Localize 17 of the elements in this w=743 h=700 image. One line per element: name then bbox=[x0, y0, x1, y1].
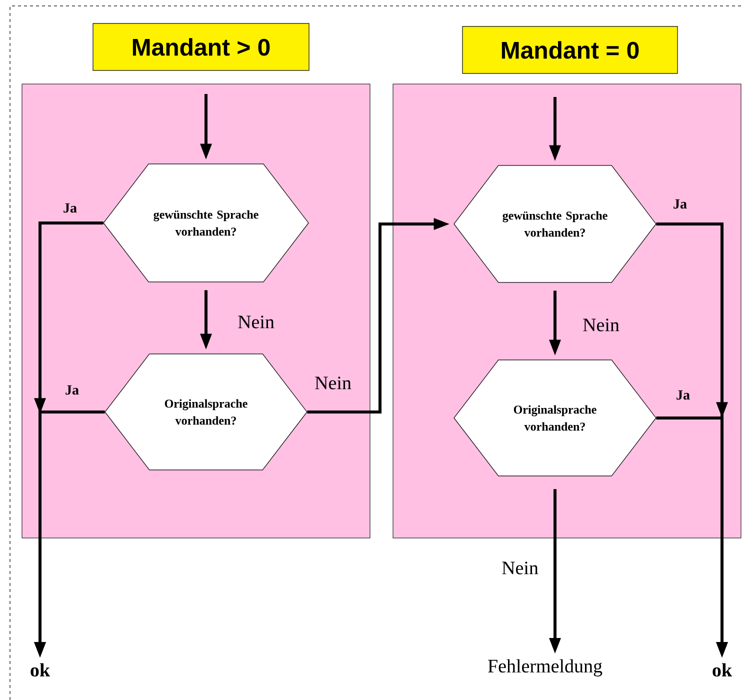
edge-label: Ja bbox=[66, 385, 79, 395]
edge-label: Ja bbox=[676, 390, 690, 400]
edge-label: Ja bbox=[64, 203, 77, 213]
outcome-label: Fehlermeldung bbox=[488, 659, 602, 676]
edge-label: Nein bbox=[238, 316, 274, 328]
heading-box: Mandant > 0 bbox=[92, 23, 310, 71]
outcome-label: ok bbox=[712, 663, 732, 677]
edge-label: Nein bbox=[583, 318, 620, 332]
edge-label: Nein bbox=[502, 562, 538, 574]
heading-box: Mandant = 0 bbox=[462, 26, 678, 74]
edge-label: Ja bbox=[674, 199, 687, 209]
decision-hexagon: Originalsprache vorhanden? bbox=[454, 360, 656, 476]
decision-hexagon: gewünschte Sprache vorhanden? bbox=[103, 164, 309, 282]
decision-hexagon: gewünschte Sprache vorhanden? bbox=[454, 165, 656, 283]
edge-label: Nein bbox=[315, 376, 352, 390]
decision-hexagon: Originalsprache vorhanden? bbox=[104, 354, 308, 470]
outcome-label: ok bbox=[30, 663, 50, 677]
